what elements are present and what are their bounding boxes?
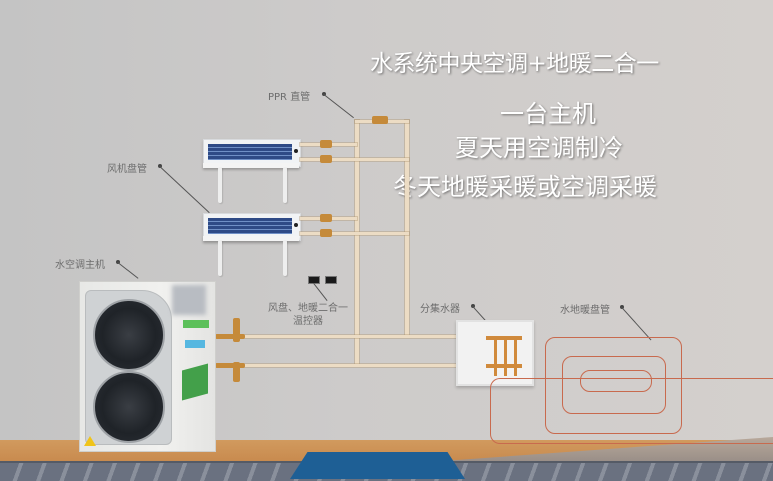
shelf-bracket <box>283 240 287 276</box>
label-main-unit: 水空调主机 <box>55 260 105 271</box>
label-thermostat-line2: 温控器 <box>293 316 323 327</box>
fan-coil-shelf-lower <box>203 236 299 241</box>
unit-energy-label <box>185 340 205 348</box>
fan-coil-shelf-upper <box>203 163 299 168</box>
manifold-branch <box>504 336 507 376</box>
floor-coil-loop-3 <box>580 370 652 392</box>
label-ppr-pipe: PPR 直管 <box>268 92 311 103</box>
thermostat-display-right <box>325 276 337 284</box>
ppr-riser-left <box>355 120 359 365</box>
water-chiller-main-unit <box>79 281 216 452</box>
ppr-branch <box>300 232 409 235</box>
brass-unit-valve-upper <box>233 318 240 342</box>
floor-coil-loop-2 <box>562 356 666 414</box>
floor-coil-loop-1 <box>545 337 682 434</box>
fan-coil-connector <box>294 223 298 227</box>
label-floor-heating-coil: 水地暖盘管 <box>560 305 610 316</box>
ppr-main-return <box>240 364 460 367</box>
unit-logo-badge <box>182 363 208 401</box>
ppr-riser-right <box>405 120 409 335</box>
headline-line-summer-cooling: 夏天用空调制冷 <box>455 134 623 162</box>
fan-coil-connector <box>294 149 298 153</box>
fan-coil-unit-upper <box>203 139 301 167</box>
brass-fitting <box>215 334 245 339</box>
headline-line-winter-heating: 冬天地暖采暖或空调采暖 <box>393 173 657 201</box>
brass-air-vent-valve <box>372 116 388 124</box>
shelf-bracket <box>283 167 287 203</box>
label-thermostat-line1: 风盘、地暖二合一 <box>268 303 348 314</box>
blue-floor-panel <box>290 452 465 479</box>
unit-fan-grill <box>85 290 172 445</box>
manifold-branch <box>514 336 517 376</box>
brass-valve <box>320 140 332 148</box>
floor-coil-outer <box>490 378 773 444</box>
fan-coil-grille <box>208 218 292 234</box>
brass-valve <box>320 155 332 163</box>
shelf-bracket <box>218 240 222 276</box>
headline-title: 水系统中央空调+地暖二合一 <box>370 51 659 77</box>
brass-fitting <box>215 363 245 368</box>
ppr-main-supply <box>240 335 460 338</box>
label-thermostat: 风盘、地暖二合一 温控器 <box>258 302 358 328</box>
fan-icon <box>93 299 165 371</box>
brass-unit-valve-lower <box>233 362 240 382</box>
label-fan-coil: 风机盘管 <box>107 164 147 175</box>
unit-blurred-label <box>172 285 206 315</box>
fan-icon <box>93 371 165 443</box>
label-manifold: 分集水器 <box>420 304 460 315</box>
headline-line-one-unit: 一台主机 <box>500 100 596 128</box>
brass-valve <box>320 214 332 222</box>
unit-badge-green <box>183 320 209 328</box>
manifold-box <box>456 320 534 386</box>
brass-valve <box>320 229 332 237</box>
manifold-branch <box>494 336 497 376</box>
fan-coil-grille <box>208 144 292 160</box>
shelf-bracket <box>218 167 222 203</box>
warning-triangle-icon <box>84 436 96 446</box>
ppr-branch <box>300 158 409 161</box>
